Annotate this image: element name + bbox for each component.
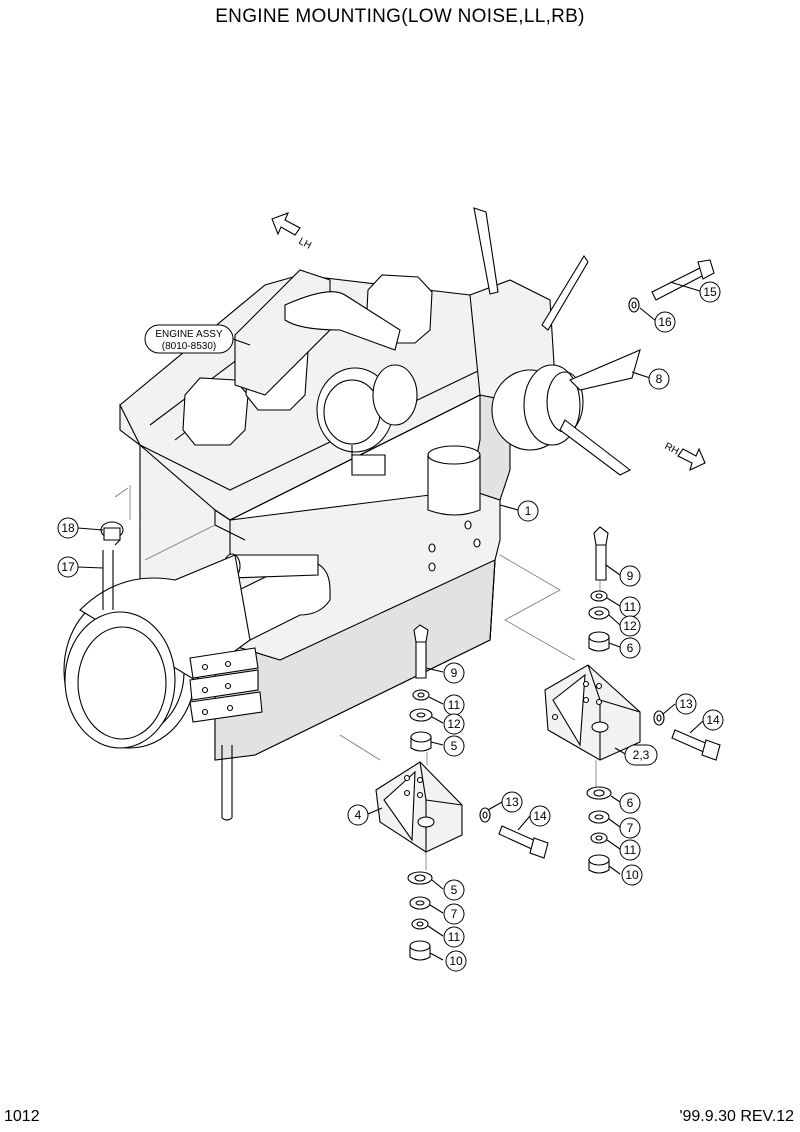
page-title: ENGINE MOUNTING(LOW NOISE,LL,RB)	[215, 6, 585, 27]
engine-assy-line2: (8010-8530)	[162, 341, 216, 352]
callout-14-right: 14	[702, 709, 724, 731]
svg-text:6: 6	[627, 641, 634, 655]
callout-13-left: 13	[501, 791, 523, 813]
callout-12-right: 12	[619, 615, 641, 637]
lh-direction-arrow: LH	[271, 212, 313, 252]
svg-text:12: 12	[623, 619, 637, 633]
svg-text:11: 11	[624, 600, 637, 614]
svg-text:9: 9	[451, 666, 458, 680]
svg-text:16: 16	[658, 315, 672, 329]
callout-4: 4	[347, 804, 369, 826]
callout-1: 1	[517, 500, 539, 522]
svg-text:18: 18	[61, 521, 75, 535]
callout-15: 15	[699, 281, 721, 303]
svg-text:17: 17	[61, 560, 75, 574]
callout-8: 8	[648, 368, 670, 390]
mount-bracket-right	[544, 664, 641, 761]
svg-text:14: 14	[533, 809, 547, 823]
svg-text:12: 12	[447, 717, 461, 731]
right-side-bolt	[653, 710, 721, 761]
callout-18: 18	[57, 517, 79, 539]
svg-text:6: 6	[627, 796, 634, 810]
callout-5-left-lower: 5	[443, 879, 465, 901]
right-upper-hardware	[588, 526, 610, 652]
callout-9-right: 9	[619, 565, 641, 587]
callout-10-left: 10	[445, 950, 467, 972]
svg-text:11: 11	[448, 930, 461, 944]
callout-5-left-upper: 5	[443, 735, 465, 757]
lh-label: LH	[297, 236, 313, 252]
svg-text:13: 13	[679, 697, 693, 711]
engine-assy-line1: ENGINE ASSY	[155, 329, 223, 340]
callout-6-right-upper: 6	[619, 637, 641, 659]
svg-text:10: 10	[625, 868, 639, 882]
callout-7-right: 7	[619, 817, 641, 839]
callout-6-right-lower: 6	[619, 792, 641, 814]
svg-text:11: 11	[448, 698, 461, 712]
svg-text:15: 15	[703, 285, 717, 299]
callout-11-right-lower: 11	[619, 839, 641, 861]
rh-direction-arrow: RH	[663, 441, 706, 472]
svg-text:7: 7	[451, 907, 458, 921]
svg-text:8: 8	[656, 372, 663, 386]
engine-assy-label: ENGINE ASSY (8010-8530)	[144, 324, 251, 354]
left-lower-hardware	[407, 871, 433, 961]
svg-text:13: 13	[505, 795, 519, 809]
svg-text:5: 5	[451, 883, 458, 897]
callout-11-left-upper: 11	[443, 694, 465, 716]
callout-13-right: 13	[675, 693, 697, 715]
callout-17: 17	[57, 556, 79, 578]
svg-text:14: 14	[706, 713, 720, 727]
rh-label: RH	[663, 441, 681, 457]
callout-leaders	[77, 281, 705, 961]
mount-bracket-left	[375, 761, 463, 853]
callout-9-left: 9	[443, 662, 465, 684]
callout-10-right: 10	[621, 864, 643, 886]
callout-11-right-upper: 11	[619, 596, 641, 618]
revision-date: '99.9.30 REV.12	[679, 1108, 794, 1125]
page-number: 1012	[4, 1108, 40, 1125]
callout-11-left-lower: 11	[443, 926, 465, 948]
svg-text:2,3: 2,3	[633, 748, 650, 762]
callout-14-left: 14	[529, 805, 551, 827]
top-bolt	[628, 259, 715, 313]
callout-12-left: 12	[443, 713, 465, 735]
callout-16: 16	[654, 311, 676, 333]
right-lower-hardware	[586, 786, 612, 874]
svg-text:4: 4	[355, 808, 362, 822]
svg-text:9: 9	[627, 569, 634, 583]
callout-7-left: 7	[443, 903, 465, 925]
svg-text:1: 1	[525, 504, 532, 518]
left-side-bolt	[479, 807, 549, 859]
svg-text:5: 5	[451, 739, 458, 753]
svg-text:11: 11	[624, 843, 637, 857]
svg-text:10: 10	[449, 954, 463, 968]
left-upper-hardware	[409, 624, 433, 752]
callout-2-3: 2,3	[624, 744, 658, 766]
svg-text:7: 7	[627, 821, 634, 835]
